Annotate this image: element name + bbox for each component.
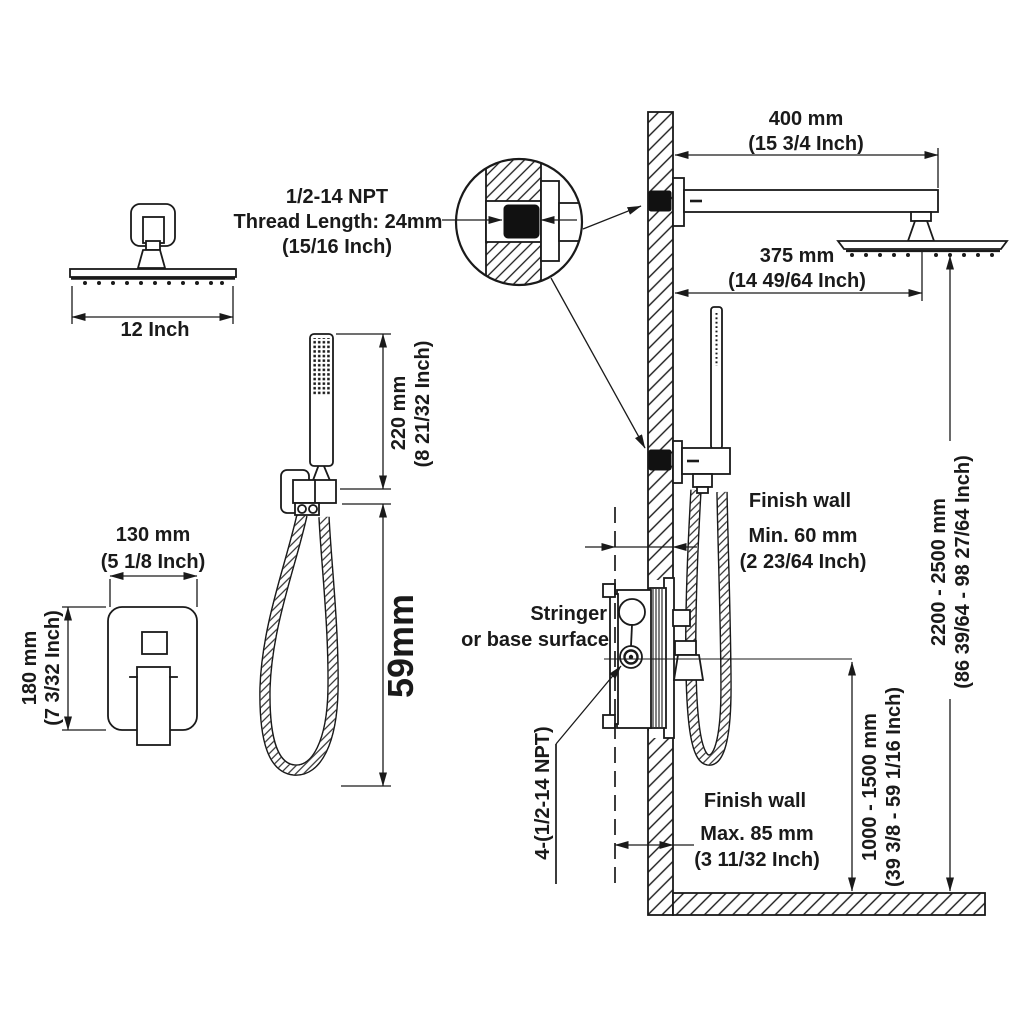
dim-label-min-60-inch: (2 23/64 Inch) bbox=[740, 551, 867, 573]
npt-note-line3: (15/16 Inch) bbox=[282, 236, 392, 258]
rain-showerhead-figure: 12 Inch bbox=[69, 203, 237, 341]
detail-leader-lower bbox=[550, 277, 646, 449]
floor bbox=[672, 892, 986, 916]
handshower-figure: 220 mm (8 21/32 Inch) 59mm bbox=[259, 333, 434, 787]
holder-thread-black-square bbox=[648, 449, 672, 471]
hose-outlet-spout bbox=[672, 654, 705, 681]
dim-label-max-85: Max. 85 mm bbox=[700, 823, 813, 845]
dim-min-60: Finish wall Min. 60 mm (2 23/64 Inch) bbox=[585, 490, 866, 573]
dim-label-180mm: 180 mm bbox=[19, 631, 41, 706]
dim-label-1000-1500-inch: (39 3/8 - 59 1/16 Inch) bbox=[883, 687, 905, 887]
npt-note-line1: 1/2-14 NPT bbox=[286, 186, 388, 208]
diverter-button bbox=[141, 631, 168, 655]
dim-label-220mm: 220 mm bbox=[388, 376, 410, 451]
finish-wall-max-label: Finish wall bbox=[704, 790, 806, 812]
npt4-label: 4-(1/2-14 NPT) bbox=[532, 726, 554, 859]
dim-label-180mm-inch: (7 3/32 Inch) bbox=[42, 610, 64, 726]
dim-label-400mm-inch: (15 3/4 Inch) bbox=[748, 133, 864, 155]
dim-375mm: 375 mm (14 49/64 Inch) bbox=[674, 245, 923, 301]
dim-400mm: 400 mm (15 3/4 Inch) bbox=[674, 108, 939, 188]
dim-label-59mm: 59mm bbox=[380, 594, 421, 698]
valve-handle bbox=[136, 666, 171, 746]
dim-label-1000-1500: 1000 - 1500 mm bbox=[859, 713, 881, 861]
finish-wall-min-label: Finish wall bbox=[749, 490, 851, 512]
rain-showerhead-side bbox=[836, 240, 1009, 250]
dim-label-2200-2500: 2200 - 2500 mm bbox=[928, 498, 950, 646]
dim-1000-1500: 1000 - 1500 mm (39 3/8 - 59 1/16 Inch) bbox=[848, 661, 905, 892]
dim-label-12-inch: 12 Inch bbox=[121, 319, 190, 341]
thread-section-black-square bbox=[503, 204, 540, 239]
dim-130mm: 130 mm (5 1/8 Inch) bbox=[101, 524, 205, 607]
dim-label-2200-2500-inch: (86 39/64 - 98 27/64 Inch) bbox=[952, 455, 974, 688]
dim-label-max-85-inch: (3 11/32 Inch) bbox=[694, 849, 820, 871]
dim-label-130mm-inch: (5 1/8 Inch) bbox=[101, 551, 205, 573]
spray-face-grid bbox=[313, 338, 330, 396]
dim-59mm: 59mm bbox=[341, 503, 421, 787]
dim-220mm: 220 mm (8 21/32 Inch) bbox=[336, 333, 434, 490]
nozzle-dots bbox=[83, 281, 224, 285]
stringer-label-line2: or base surface bbox=[461, 629, 609, 651]
npt-thread-note: 1/2-14 NPT Thread Length: 24mm (15/16 In… bbox=[234, 186, 443, 258]
dim-max-85: Finish wall Max. 85 mm (3 11/32 Inch) bbox=[614, 790, 820, 871]
dim-label-375mm: 375 mm bbox=[760, 245, 835, 267]
dim-label-min-60: Min. 60 mm bbox=[749, 525, 858, 547]
dim-label-220mm-inch: (8 21/32 Inch) bbox=[412, 341, 434, 468]
npt4-callout: 4-(1/2-14 NPT) bbox=[532, 665, 622, 884]
npt-note-line2: Thread Length: 24mm bbox=[234, 211, 443, 233]
dim-2200-2500: 2200 - 2500 mm (86 39/64 - 98 27/64 Inch… bbox=[928, 255, 974, 892]
wall-section-figure: 400 mm (15 3/4 Inch) 375 mm (14 49/64 In… bbox=[461, 108, 1009, 916]
dim-180mm: 180 mm (7 3/32 Inch) bbox=[19, 606, 106, 731]
dim-label-130mm: 130 mm bbox=[116, 524, 191, 546]
handshower-wand-side bbox=[710, 306, 723, 450]
valve-trim-figure: 130 mm (5 1/8 Inch) 180 mm (7 3/32 Inch) bbox=[19, 524, 205, 746]
nozzle-dots-side bbox=[850, 253, 994, 257]
arm-thread-black-square bbox=[648, 190, 672, 212]
stringer-label-line1: Stringer bbox=[530, 603, 607, 625]
dim-label-375mm-inch: (14 49/64 Inch) bbox=[728, 270, 866, 292]
wall bbox=[647, 111, 674, 916]
shower-arm bbox=[683, 189, 939, 213]
detail-leader-upper bbox=[582, 205, 642, 230]
thread-detail-circle bbox=[442, 157, 646, 449]
dim-12-inch: 12 Inch bbox=[71, 286, 234, 341]
dim-label-400mm: 400 mm bbox=[769, 108, 844, 130]
